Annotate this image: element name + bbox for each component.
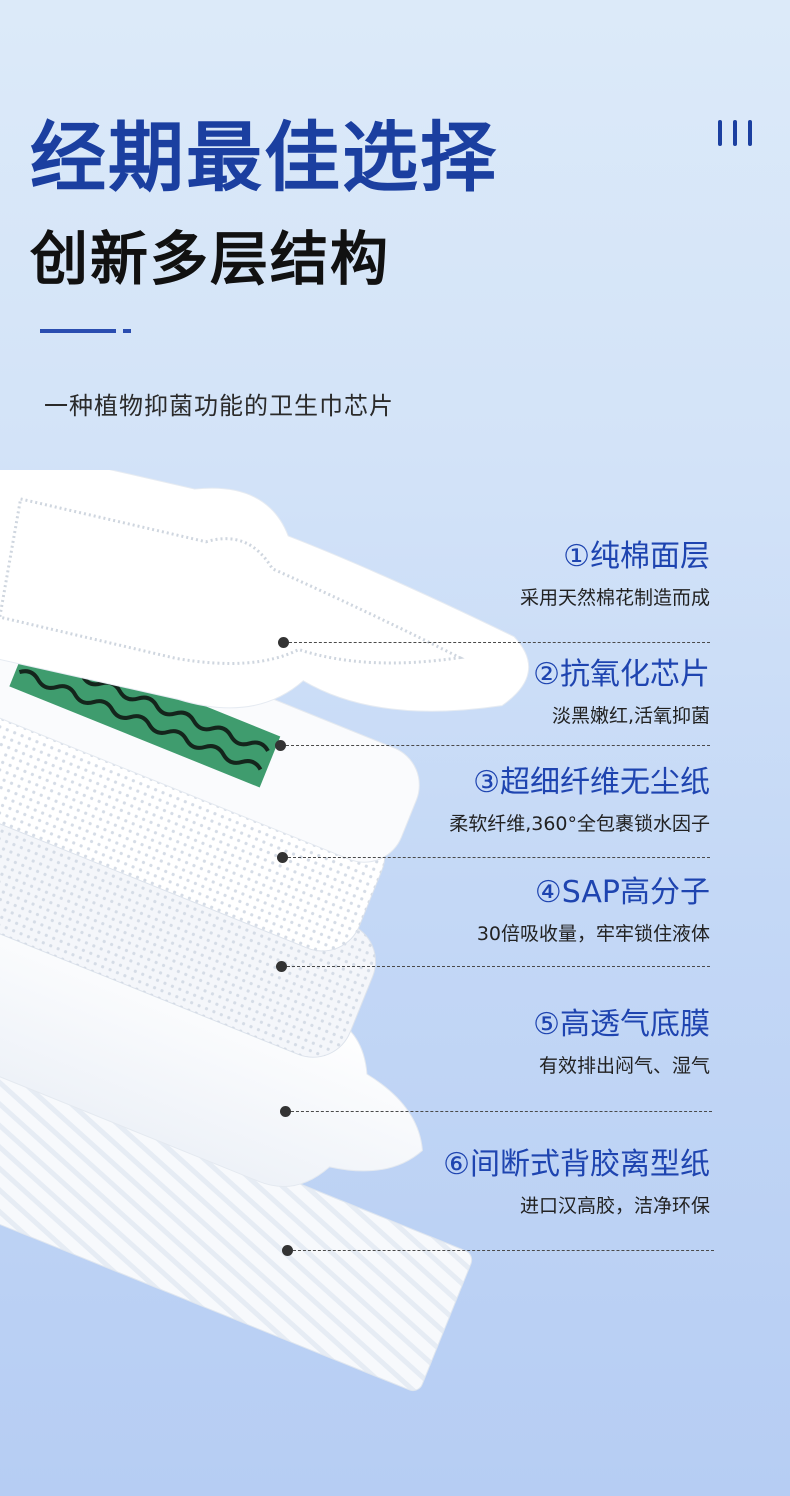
layer-name: ③超细纤维无尘纸 [473,765,710,800]
layer-detail: 柔软纤维,360°全包裹锁水因子 [449,813,710,835]
title-underline-dot [123,329,131,333]
layer-name: ②抗氧化芯片 [533,657,710,692]
pointer-line-3 [288,857,710,858]
pointer-dot-3 [277,852,288,863]
pointer-line-6 [293,1250,714,1251]
pointer-line-4 [287,966,710,967]
pointer-dot-6 [282,1245,293,1256]
page-title: 经期最佳选择 [30,113,498,202]
pointer-dot-4 [276,961,287,972]
pointer-dot-5 [280,1106,291,1117]
layer-detail: 淡黑嫩红,活氧抑菌 [551,705,710,727]
pointer-dot-2 [275,740,286,751]
decorative-bars-icon [718,120,758,150]
pointer-line-1 [289,642,710,643]
layer-label-2: ②抗氧化芯片 淡黑嫩红,活氧抑菌 [533,658,710,728]
bottom-film-layer [0,879,423,1187]
layer-detail: 进口汉高胶，洁净环保 [519,1195,710,1217]
layer-name: ④SAP高分子 [534,875,710,910]
title-underline [40,329,116,333]
pointer-dot-1 [278,637,289,648]
cotton-top-layer [0,470,530,712]
layer-detail: 30倍吸收量，牢牢锁住液体 [476,923,710,945]
layer-name: ①纯棉面层 [563,539,710,574]
layer-diagram: ①纯棉面层 采用天然棉花制造而成 ②抗氧化芯片 淡黑嫩红,活氧抑菌 ③超细纤维无… [0,470,790,1430]
layer-label-4: ④SAP高分子 30倍吸收量，牢牢锁住液体 [477,876,710,946]
layer-label-1: ①纯棉面层 采用天然棉花制造而成 [520,540,710,610]
layer-label-3: ③超细纤维无尘纸 柔软纤维,360°全包裹锁水因子 [449,766,710,836]
layer-label-6: ⑥间断式背胶离型纸 进口汉高胶，洁净环保 [443,1148,710,1218]
pad-layers-illustration [0,470,530,1392]
page-description: 一种植物抑菌功能的卫生巾芯片 [44,392,394,420]
pointer-line-2 [286,745,710,746]
layer-detail: 有效排出闷气、湿气 [538,1055,710,1077]
page-subtitle: 创新多层结构 [30,225,391,293]
layer-label-5: ⑤高透气底膜 有效排出闷气、湿气 [533,1008,710,1078]
layer-name: ⑥间断式背胶离型纸 [443,1147,710,1182]
layer-detail: 采用天然棉花制造而成 [519,587,710,609]
pointer-line-5 [291,1111,712,1112]
layer-name: ⑤高透气底膜 [533,1007,710,1042]
